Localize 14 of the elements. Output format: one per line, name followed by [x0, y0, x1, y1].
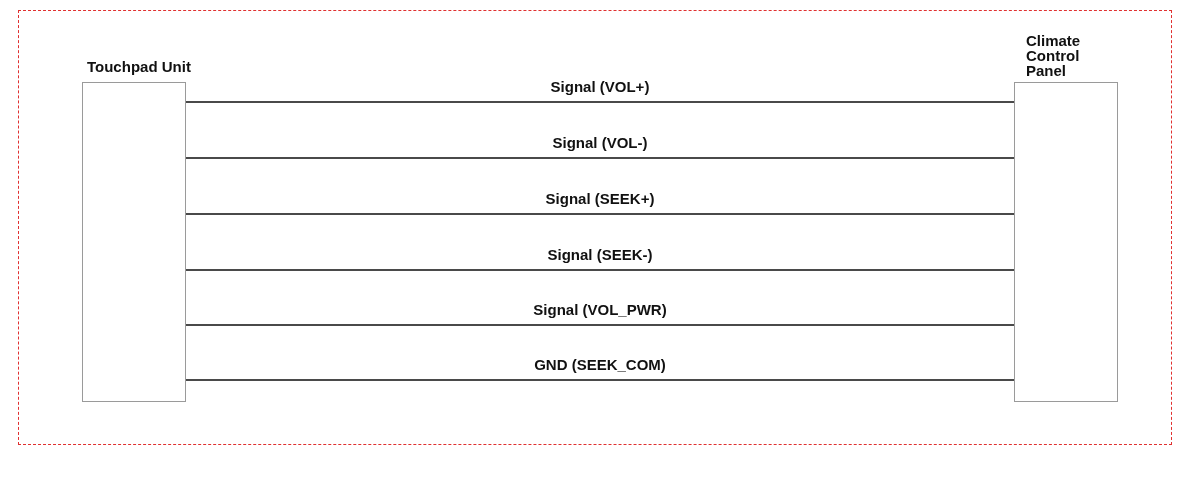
unit-title: Climate Control Panel	[1026, 33, 1082, 78]
edge-label: Signal (SEEK+)	[543, 190, 657, 207]
edge-label: Signal (SEEK-)	[545, 246, 655, 263]
edge-label: Signal (VOL-)	[550, 134, 650, 151]
unit-title: Touchpad Unit	[87, 59, 192, 74]
signal-wire	[185, 379, 1015, 381]
signal-wire	[185, 269, 1015, 271]
signal-wire	[185, 157, 1015, 159]
edge-label: GND (SEEK_COM)	[532, 356, 668, 373]
edge-label: Signal (VOL+)	[548, 78, 652, 95]
edge-label: Signal (VOL_PWR)	[531, 301, 669, 318]
signal-wire	[185, 324, 1015, 326]
signal-wire	[185, 101, 1015, 103]
signal-wire	[185, 213, 1015, 215]
